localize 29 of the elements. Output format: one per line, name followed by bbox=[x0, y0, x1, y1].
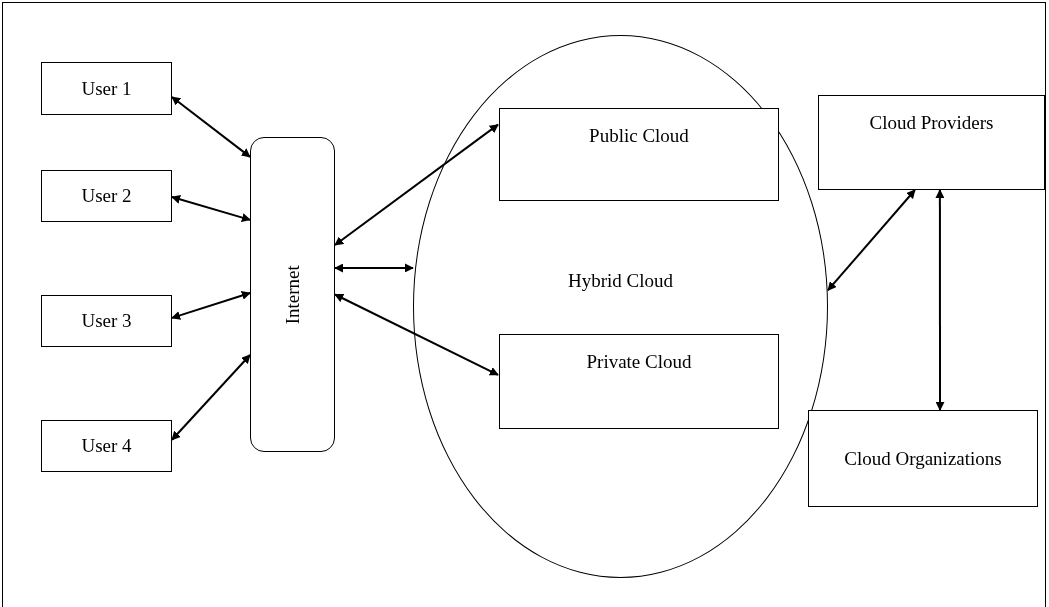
double-arrow bbox=[827, 189, 916, 292]
process-box bbox=[499, 334, 779, 429]
node-label: User 4 bbox=[81, 434, 132, 459]
node-label: User 1 bbox=[81, 76, 132, 101]
double-arrow bbox=[334, 293, 499, 376]
process-box bbox=[41, 170, 172, 222]
node-label: User 3 bbox=[81, 309, 132, 334]
process-box bbox=[41, 295, 172, 347]
double-arrow bbox=[171, 195, 251, 222]
double-arrow bbox=[171, 96, 251, 158]
node-label: Hybrid Cloud bbox=[568, 268, 673, 293]
node-label: User 2 bbox=[81, 184, 132, 209]
process-box bbox=[808, 410, 1038, 507]
node-label: Cloud Providers bbox=[869, 111, 994, 135]
process-box bbox=[41, 62, 172, 115]
node-label: Private Cloud bbox=[586, 350, 692, 374]
node-label: Internet bbox=[280, 264, 304, 325]
double-arrow bbox=[935, 189, 945, 411]
ellipse-region bbox=[413, 35, 828, 578]
node-label: Public Cloud bbox=[589, 124, 689, 148]
process-box bbox=[41, 420, 172, 472]
double-arrow bbox=[171, 291, 251, 320]
node-label: Cloud Organizations bbox=[844, 446, 1002, 471]
double-arrow bbox=[334, 123, 499, 247]
double-arrow bbox=[334, 263, 414, 273]
process-box bbox=[818, 95, 1045, 190]
double-arrow bbox=[171, 354, 251, 441]
process-box bbox=[499, 108, 779, 201]
rounded-box bbox=[250, 137, 335, 452]
